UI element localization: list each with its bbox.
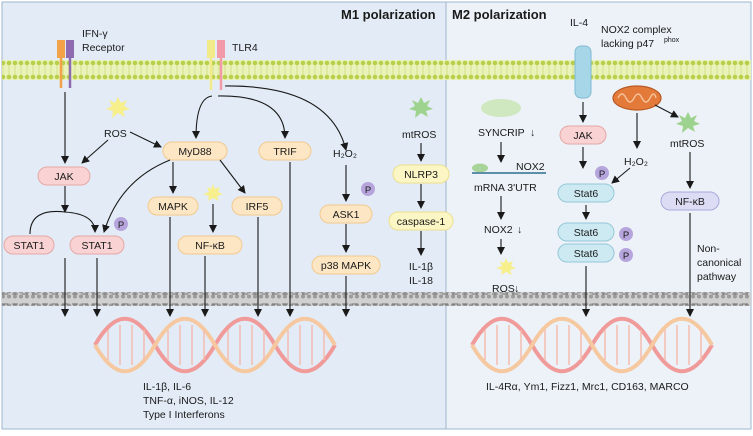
stat6-dimer-bottom-box (557, 243, 615, 263)
m2-ros-label: ROS (492, 283, 515, 295)
caspase1-label: caspase-1 (397, 216, 446, 228)
syncrip-down-arrow: ↓ (530, 127, 535, 139)
m2-ros-burst-icon (496, 258, 516, 275)
m2-jak-box (559, 125, 607, 145)
nox2-complex-label-1: NOX2 complex (601, 24, 672, 36)
mitochondrion-icon (612, 85, 662, 111)
mtros-burst-icon (409, 97, 433, 118)
nox2-complex-label-2: lacking p47 (601, 38, 654, 50)
noncanonical-label-1: Non- (697, 243, 720, 255)
nfkb-label: NF-κB (195, 240, 225, 252)
ifn-receptor-label-2: Receptor (82, 42, 125, 54)
syncrip-label: SYNCRIP (478, 127, 525, 139)
stat6-dimer-top-phospho-icon (619, 227, 633, 241)
il1b-label: IL-1β (409, 261, 433, 273)
nox2-down-arrow: ↓ (517, 224, 522, 236)
jak-label: JAK (54, 171, 73, 183)
tlr4-receptor (207, 40, 225, 90)
trif-label: TRIF (273, 146, 296, 158)
nlrp3-label: NLRP3 (404, 169, 438, 181)
ask1-phospho-label: P (365, 185, 371, 196)
nuclear-membrane (2, 292, 751, 306)
stat1-right-label: STAT1 (81, 240, 112, 252)
irf5-label: IRF5 (246, 201, 269, 213)
mtros-label: mtROS (402, 129, 436, 141)
stat6-dimer-top-label: Stat6 (574, 227, 599, 239)
m2-mtros-label: mtROS (670, 138, 704, 150)
trif-box (258, 141, 312, 161)
stat6-dimer-top-box (557, 222, 615, 242)
mapk-label: MAPK (158, 201, 188, 213)
stat1-left-box (3, 235, 55, 255)
il4-receptor (574, 45, 592, 99)
m2-arrows (497, 102, 694, 317)
stat6-dimer-top-phospho-label: P (623, 230, 629, 241)
m1-output-3: Type I Interferons (143, 409, 225, 421)
jak-box (37, 166, 91, 186)
cell-membrane (2, 60, 751, 80)
h2o2-label: H₂O₂ (333, 148, 357, 160)
m1-arrows (29, 85, 425, 317)
m1-dna-helix (93, 316, 337, 374)
syncrip-blob-icon (481, 99, 521, 117)
noncanonical-label-2: canonical (697, 257, 741, 269)
ask1-phospho-icon (361, 182, 375, 196)
phox-superscript: phox (664, 37, 680, 44)
myd88-label: MyD88 (178, 146, 211, 158)
stat6-phospho-label: P (599, 169, 605, 180)
syncrip-bound-icon (472, 163, 488, 173)
il18-label: IL-18 (409, 275, 433, 287)
myd88-box (162, 141, 228, 161)
stat6-dimer-bottom-phospho-icon (619, 248, 633, 262)
m2-mtros-burst-icon (676, 112, 700, 133)
m2-outputs: IL-4Rα, Ym1, Fizz1, Mrc1, CD163, MARCO (486, 381, 689, 393)
stat6-dimer-bottom-label: Stat6 (574, 248, 599, 260)
noncanonical-label-3: pathway (697, 271, 737, 283)
m1-output-1: IL-1β, IL-6 (143, 381, 191, 393)
stat6-box (557, 183, 615, 203)
nox2-mrna-label: NOX2 (516, 161, 545, 173)
ifn-gamma-receptor (57, 40, 74, 88)
mapk-box (147, 196, 199, 216)
nox2-down-label: NOX2 (484, 224, 513, 236)
nlrp3-box (392, 164, 450, 184)
tlr4-label: TLR4 (232, 42, 258, 54)
m1-output-2: TNF-α, iNOS, IL-12 (143, 395, 234, 407)
p38-mapk-label: p38 MAPK (321, 260, 371, 272)
nfkb-box (177, 235, 243, 255)
ros-burst-icon (106, 97, 130, 118)
ask1-label: ASK1 (333, 209, 360, 221)
m2-jak-label: JAK (573, 130, 592, 142)
caspase1-box (388, 211, 454, 231)
stat1-phospho-icon (114, 217, 128, 231)
ros-label: ROS (104, 128, 127, 140)
mrna-utr-label: mRNA 3'UTR (474, 182, 537, 194)
m1-header: M1 polarization (341, 7, 436, 22)
ask1-box (319, 204, 373, 224)
ifn-receptor-label-1: IFN-γ (82, 28, 108, 40)
il4-label: IL-4 (570, 17, 588, 29)
m2-h2o2-label: H₂O₂ (624, 156, 648, 168)
m2-nfkb-box (660, 191, 720, 211)
stat6-phospho-icon (595, 166, 609, 180)
nfkb-ros-burst-icon (203, 184, 223, 201)
m2-ros-down-arrow: ↓ (514, 283, 519, 295)
m2-header: M2 polarization (452, 7, 547, 22)
irf5-box (231, 196, 283, 216)
p38-mapk-box (311, 255, 381, 275)
stat6-label: Stat6 (574, 188, 599, 200)
stat1-left-label: STAT1 (13, 240, 44, 252)
m2-nfkb-label: NF-κB (675, 196, 705, 208)
stat6-dimer-bottom-phospho-label: P (623, 251, 629, 262)
stat1-right-box (69, 235, 125, 255)
stat1-phospho-label: P (118, 220, 124, 231)
m2-dna-helix (470, 316, 714, 374)
